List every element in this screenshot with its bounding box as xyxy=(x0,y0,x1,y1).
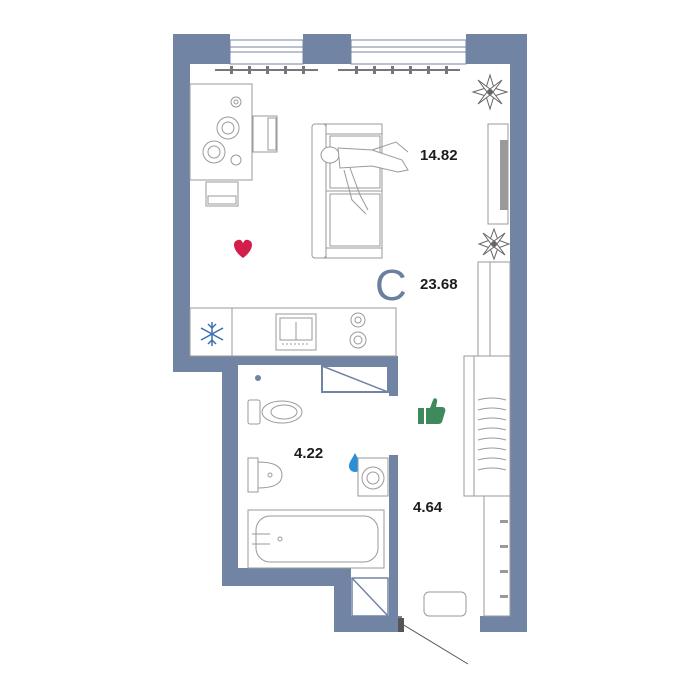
walls xyxy=(173,34,527,632)
room-area-label: 14.82 xyxy=(420,147,458,164)
washing-machine xyxy=(357,457,389,497)
total-area-label: 23.68 xyxy=(420,276,458,293)
wardrobe xyxy=(463,261,511,617)
dining-table xyxy=(189,83,253,181)
sofa xyxy=(311,123,409,259)
bathtub xyxy=(247,509,385,569)
ventilation-point xyxy=(255,375,261,381)
apartment-type-letter: C xyxy=(375,261,407,310)
entrance-door xyxy=(398,618,469,665)
heart-icon xyxy=(233,239,253,258)
kitchen-counter xyxy=(189,307,397,357)
thumbs-up-icon xyxy=(418,398,446,424)
room-area-label: 4.64 xyxy=(413,499,443,516)
room-area-label: 4.22 xyxy=(294,445,323,462)
sink xyxy=(247,457,283,493)
plant-icon xyxy=(471,73,509,111)
chair xyxy=(205,115,278,207)
duct-niche-lower xyxy=(351,577,389,617)
snowflake-icon xyxy=(200,322,224,346)
tv-stand xyxy=(487,123,509,225)
entry-mat xyxy=(423,591,467,617)
windows xyxy=(215,39,467,74)
toilet xyxy=(247,399,303,425)
plant-icon xyxy=(477,227,511,261)
utility-niche xyxy=(321,365,389,393)
